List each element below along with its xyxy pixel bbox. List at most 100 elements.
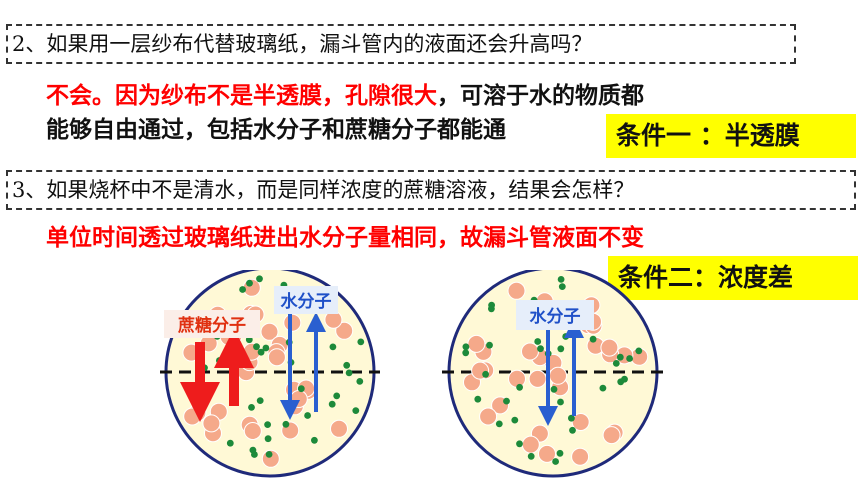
water-particle	[488, 305, 495, 313]
sucrose-particle	[289, 390, 308, 408]
sucrose-particle	[600, 338, 619, 357]
answer-2-line-2: 能够自由通过，包括水分子和蔗糖分子都能通	[46, 117, 506, 143]
water-particle	[550, 385, 558, 393]
water-arrows-right	[538, 318, 584, 426]
water-particle	[257, 348, 265, 356]
sucrose-label-bg	[164, 310, 260, 338]
water-particle	[264, 435, 272, 443]
sucrose-particle	[267, 348, 286, 367]
water-label-left-bg	[274, 286, 338, 314]
water-particle	[264, 421, 271, 428]
water-particle	[562, 333, 570, 340]
water-particle	[282, 420, 290, 428]
water-particle	[474, 395, 482, 403]
water-particle	[626, 355, 633, 362]
particles-right	[462, 276, 649, 466]
water-particle	[486, 341, 493, 349]
sucrose-particle	[335, 321, 354, 340]
water-particle	[557, 398, 564, 406]
water-particle	[612, 360, 620, 367]
sucrose-particle	[243, 422, 262, 440]
water-particle	[569, 426, 576, 434]
water-particle	[343, 361, 351, 369]
water-particle	[256, 397, 264, 404]
water-particle	[516, 440, 523, 448]
condition-1-highlight: 条件一 ：半透膜	[606, 114, 856, 158]
water-particle	[558, 283, 566, 290]
water-particle	[246, 279, 253, 287]
sucrose-particle	[549, 366, 567, 385]
water-particle	[462, 349, 470, 357]
water-particle	[311, 436, 318, 444]
sucrose-particle	[467, 334, 486, 353]
sucrose-particle	[183, 407, 202, 426]
water-particle	[589, 335, 597, 343]
water-particle	[256, 275, 263, 283]
water-particle	[516, 383, 523, 391]
sucrose-particle	[571, 413, 590, 431]
answer-2-dark-text: ，可溶于水的物质都	[437, 83, 644, 109]
osmosis-diagram-left: 蔗糖分子 水分子	[160, 270, 380, 478]
water-particle	[482, 370, 489, 378]
water-particle	[216, 357, 223, 364]
water-particle	[557, 276, 565, 283]
question-3: 3、如果烧杯中不是清水，而是同样浓度的蔗糖溶液，结果会怎样？	[6, 170, 856, 210]
water-particle	[328, 400, 336, 408]
water-particle	[537, 345, 544, 353]
answer-2-red-text: 不会。因为纱布不是半透膜，孔隙很大	[46, 83, 437, 109]
sucrose-particle	[508, 369, 526, 388]
sucrose-particle	[260, 322, 279, 341]
water-arrows-left	[280, 312, 326, 420]
water-particle	[503, 397, 510, 405]
water-particle	[333, 392, 341, 400]
sucrose-particle	[330, 419, 348, 438]
water-label-right-bg	[516, 300, 594, 330]
sucrose-particle	[479, 407, 498, 426]
sucrose-particle	[602, 426, 621, 445]
osmosis-diagram-right: 水分子	[442, 270, 664, 478]
water-particle	[556, 449, 564, 457]
water-particle	[511, 416, 519, 424]
sucrose-particle	[521, 342, 539, 361]
water-particle	[534, 338, 542, 345]
sucrose-particle	[538, 444, 556, 463]
water-particle	[352, 407, 360, 414]
water-particle	[495, 420, 503, 428]
water-particle	[599, 384, 607, 392]
water-particle	[253, 343, 260, 351]
water-particle	[265, 451, 273, 458]
water-particle	[616, 353, 624, 361]
water-particle	[356, 378, 364, 385]
water-particle	[251, 451, 258, 458]
water-particle	[527, 452, 535, 460]
water-particle	[248, 404, 255, 411]
sucrose-particle	[507, 281, 526, 300]
sucrose-particle	[202, 414, 221, 433]
water-particle	[357, 338, 365, 346]
sucrose-particle	[283, 313, 302, 332]
water-particle	[568, 414, 575, 422]
water-particle	[329, 343, 337, 351]
water-particle	[262, 344, 270, 352]
water-particle	[297, 385, 305, 393]
water-particle	[621, 375, 628, 383]
water-particle	[304, 412, 311, 419]
answer-3: 单位时间透过玻璃纸进出水分子量相同，故漏斗管液面不变	[46, 225, 644, 251]
water-label-right: 水分子	[530, 306, 581, 327]
water-particle	[552, 458, 559, 465]
condition-2-highlight: 条件二：浓度差	[608, 256, 858, 300]
water-particle	[226, 439, 234, 447]
water-particle	[635, 347, 643, 355]
water-particle	[557, 345, 565, 353]
question-2: 2、如果用一层纱布代替玻璃纸，漏斗管内的液面还会升高吗？	[6, 24, 796, 64]
water-particle	[239, 286, 246, 293]
sucrose-particle	[528, 369, 547, 388]
sucrose-particle	[521, 435, 540, 454]
answer-2-line-1: 不会。因为纱布不是半透膜，孔隙很大，可溶于水的物质都	[46, 76, 644, 110]
sucrose-particle	[571, 447, 590, 466]
water-particle	[345, 369, 353, 377]
sucrose-arrows	[180, 328, 254, 422]
sucrose-label: 蔗糖分子	[177, 315, 246, 336]
water-label-left: 水分子	[281, 291, 332, 312]
water-particle	[462, 343, 470, 351]
